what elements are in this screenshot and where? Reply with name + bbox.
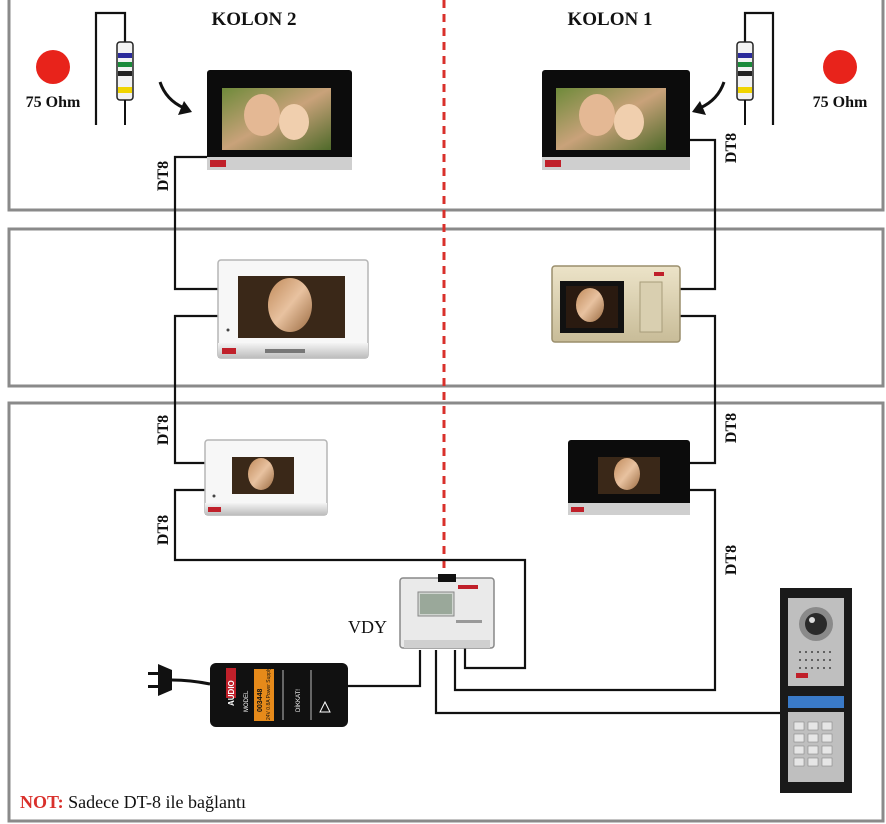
power-supply-brand: AUDIO — [227, 680, 236, 706]
power-supply-desc: 24V 0.8A Power Supply — [266, 667, 272, 720]
power-plug-icon — [148, 664, 211, 696]
monitor-kolon2-bottom — [204, 439, 328, 516]
termination-dot — [36, 50, 70, 84]
monitor-kolon1-top — [542, 70, 690, 170]
vdy-distributor — [399, 574, 495, 649]
cable-label: DT8 — [723, 413, 740, 443]
footer-note: NOT: Sadece DT-8 ile bağlantı — [20, 792, 246, 812]
cable-label: DT8 — [155, 415, 172, 445]
arrow-icon — [158, 81, 185, 110]
resistor-label: 75 Ohm — [813, 94, 868, 111]
monitor-kolon2-middle — [217, 259, 369, 359]
floor-frame-top — [7, 0, 885, 212]
floor-frame-bottom — [7, 401, 885, 823]
vdy-label: VDY — [348, 617, 387, 637]
column-title-right: KOLON 1 — [568, 9, 653, 30]
note-prefix: NOT: — [20, 792, 64, 812]
note-text: Sadece DT-8 ile bağlantı — [64, 792, 246, 812]
monitor-kolon1-middle — [551, 265, 681, 343]
column-title-left: KOLON 2 — [212, 9, 297, 30]
floor-frame-middle — [7, 227, 885, 388]
power-supply-model-code: 003448 — [257, 689, 264, 712]
cable-label: DT8 — [723, 133, 740, 163]
resistor-label: 75 Ohm — [26, 94, 81, 111]
termination-dot — [823, 50, 857, 84]
wiring — [94, 11, 780, 715]
power-supply: AUDIO MODEL 003448 24V 0.8A Power Supply… — [210, 663, 348, 727]
door-entry-panel — [780, 588, 852, 793]
monitor-kolon2-top — [207, 70, 352, 170]
power-supply-warning: DİKKAT! — [295, 689, 302, 712]
cable-label: DT8 — [155, 515, 172, 545]
arrow-icon — [699, 81, 726, 110]
cable-label: DT8 — [723, 545, 740, 575]
cable-label: DT8 — [155, 161, 172, 191]
power-supply-model-word: MODEL — [244, 690, 250, 712]
resistor-icon — [116, 41, 134, 125]
resistor-icon — [736, 41, 754, 125]
monitor-kolon1-bottom — [568, 440, 690, 515]
